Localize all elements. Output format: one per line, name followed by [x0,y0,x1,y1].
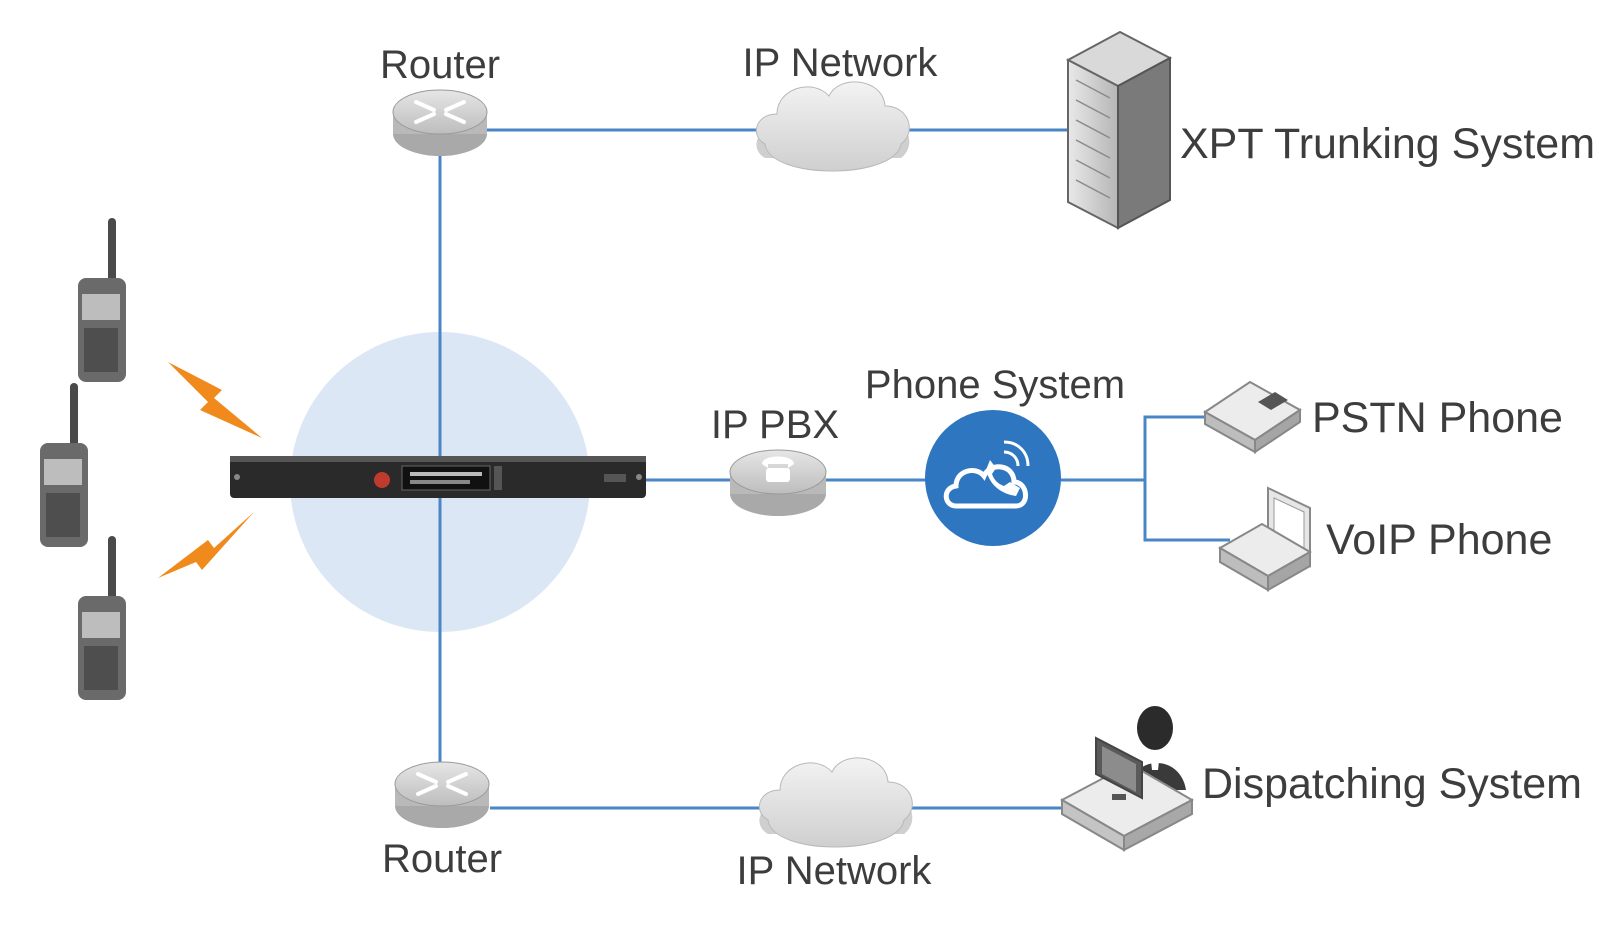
dispatching-label: Dispatching System [1202,760,1582,808]
xpt-trunking-system: XPT Trunking System [1065,30,1595,230]
ip-network-bottom: IP Network [737,757,933,893]
desk-phone-icon [1218,486,1312,592]
ip-pbx-label: IP PBX [711,403,839,447]
ip-network-bottom-label: IP Network [737,849,933,893]
router-icon [392,89,488,156]
router-bottom: Router [382,761,502,881]
router-bottom-label: Router [382,837,502,881]
lightning-icons [158,362,262,578]
router-top-label: Router [380,43,500,87]
radio-icon [78,218,126,382]
ip-network-top-label: IP Network [743,41,939,85]
dispatching-system: Dispatching System [1059,706,1582,852]
router-icon [394,761,490,828]
repeater-icon [230,456,646,498]
voip-phone-label: VoIP Phone [1326,516,1552,564]
ip-network-top: IP Network [743,41,939,172]
server-rack-icon [1065,30,1173,230]
link-branch [1143,415,1230,542]
router-top: Router [380,43,500,156]
cloud-phone-icon [925,410,1061,546]
phone-system-label: Phone System [865,363,1125,407]
dispatcher-icon [1059,706,1195,852]
desk-phone-icon [1203,380,1302,454]
voip-phone: VoIP Phone [1218,486,1552,592]
lightning-icon [158,512,254,578]
pstn-phone: PSTN Phone [1203,380,1563,454]
cloud-icon [758,757,913,848]
repeater [230,456,646,498]
radio-icon [40,383,88,547]
ip-pbx: IP PBX [711,403,839,516]
portable-radios [40,218,126,700]
pstn-phone-label: PSTN Phone [1312,394,1563,442]
telephone-icon [729,449,827,516]
phone-system: Phone System [865,363,1125,546]
cloud-icon [755,81,910,172]
xpt-trunking-label: XPT Trunking System [1180,120,1595,168]
lightning-icon [168,362,262,438]
radio-icon [78,536,126,700]
